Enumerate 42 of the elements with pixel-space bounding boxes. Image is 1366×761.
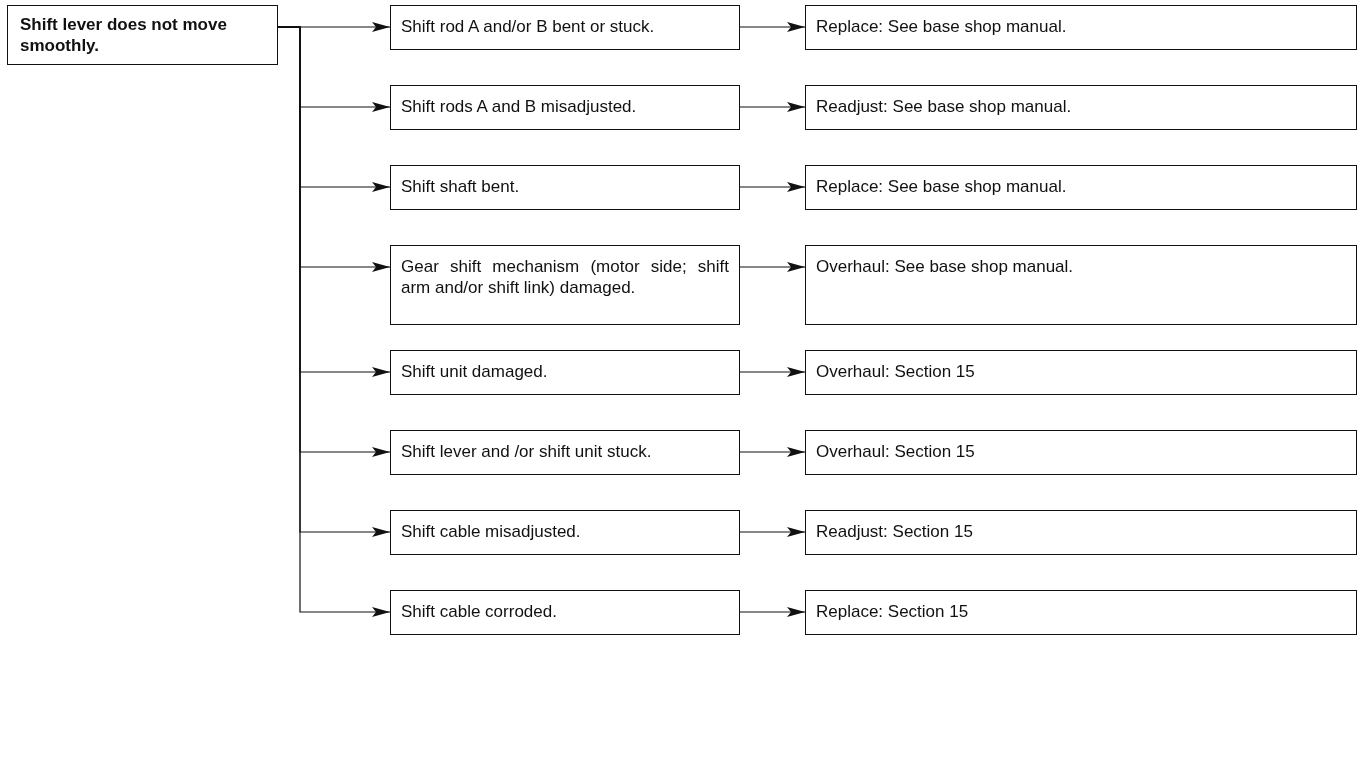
cause-box bbox=[390, 430, 740, 475]
box-text: Readjust: Section 15 bbox=[816, 522, 973, 541]
remedy-box bbox=[805, 510, 1357, 555]
arrow bbox=[739, 22, 806, 32]
box-text: Readjust: See base shop manual. bbox=[816, 97, 1072, 116]
arrow bbox=[739, 102, 806, 112]
box-text: Replace: See base shop manual. bbox=[816, 177, 1067, 196]
arrow bbox=[739, 262, 806, 272]
cause-box bbox=[390, 510, 740, 555]
arrow bbox=[739, 182, 806, 192]
box-text: Shift rod A and/or B bent or stuck. bbox=[401, 17, 655, 36]
symptom-box bbox=[7, 5, 278, 65]
arrow bbox=[739, 607, 806, 617]
arrow bbox=[739, 527, 806, 537]
remedy-box bbox=[805, 350, 1357, 395]
box-text: Shift lever and /or shift unit stuck. bbox=[401, 442, 652, 461]
remedy-box bbox=[805, 5, 1357, 50]
box-text: Overhaul: See base shop manual. bbox=[816, 257, 1074, 276]
box-text: Shift cable corroded. bbox=[401, 602, 557, 621]
box-text: Gear shift mechanism (motor side; shift arm and/or shift link) damaged. bbox=[401, 257, 729, 298]
cause-box bbox=[390, 165, 740, 210]
cause-box bbox=[390, 85, 740, 130]
box-text: Overhaul: Section 15 bbox=[816, 442, 975, 461]
remedy-box bbox=[805, 430, 1357, 475]
box-text: Shift shaft bent. bbox=[401, 177, 520, 196]
cause-box bbox=[390, 350, 740, 395]
box-text: Shift unit damaged. bbox=[401, 362, 548, 381]
cause-box bbox=[390, 5, 740, 50]
cause-box bbox=[390, 245, 740, 325]
remedy-box bbox=[805, 590, 1357, 635]
box-text: Overhaul: Section 15 bbox=[816, 362, 975, 381]
remedy-box bbox=[805, 85, 1357, 130]
remedy-box bbox=[805, 245, 1357, 325]
box-text: Replace: Section 15 bbox=[816, 602, 969, 621]
remedy-box bbox=[805, 165, 1357, 210]
arrow bbox=[739, 447, 806, 457]
box-text: Shift rods A and B misadjusted. bbox=[401, 97, 637, 116]
arrow bbox=[739, 367, 806, 377]
cause-box bbox=[390, 590, 740, 635]
box-text: Shift lever does not move smoothly. bbox=[20, 15, 227, 56]
box-text: Shift cable misadjusted. bbox=[401, 522, 581, 541]
box-text: Replace: See base shop manual. bbox=[816, 17, 1067, 36]
